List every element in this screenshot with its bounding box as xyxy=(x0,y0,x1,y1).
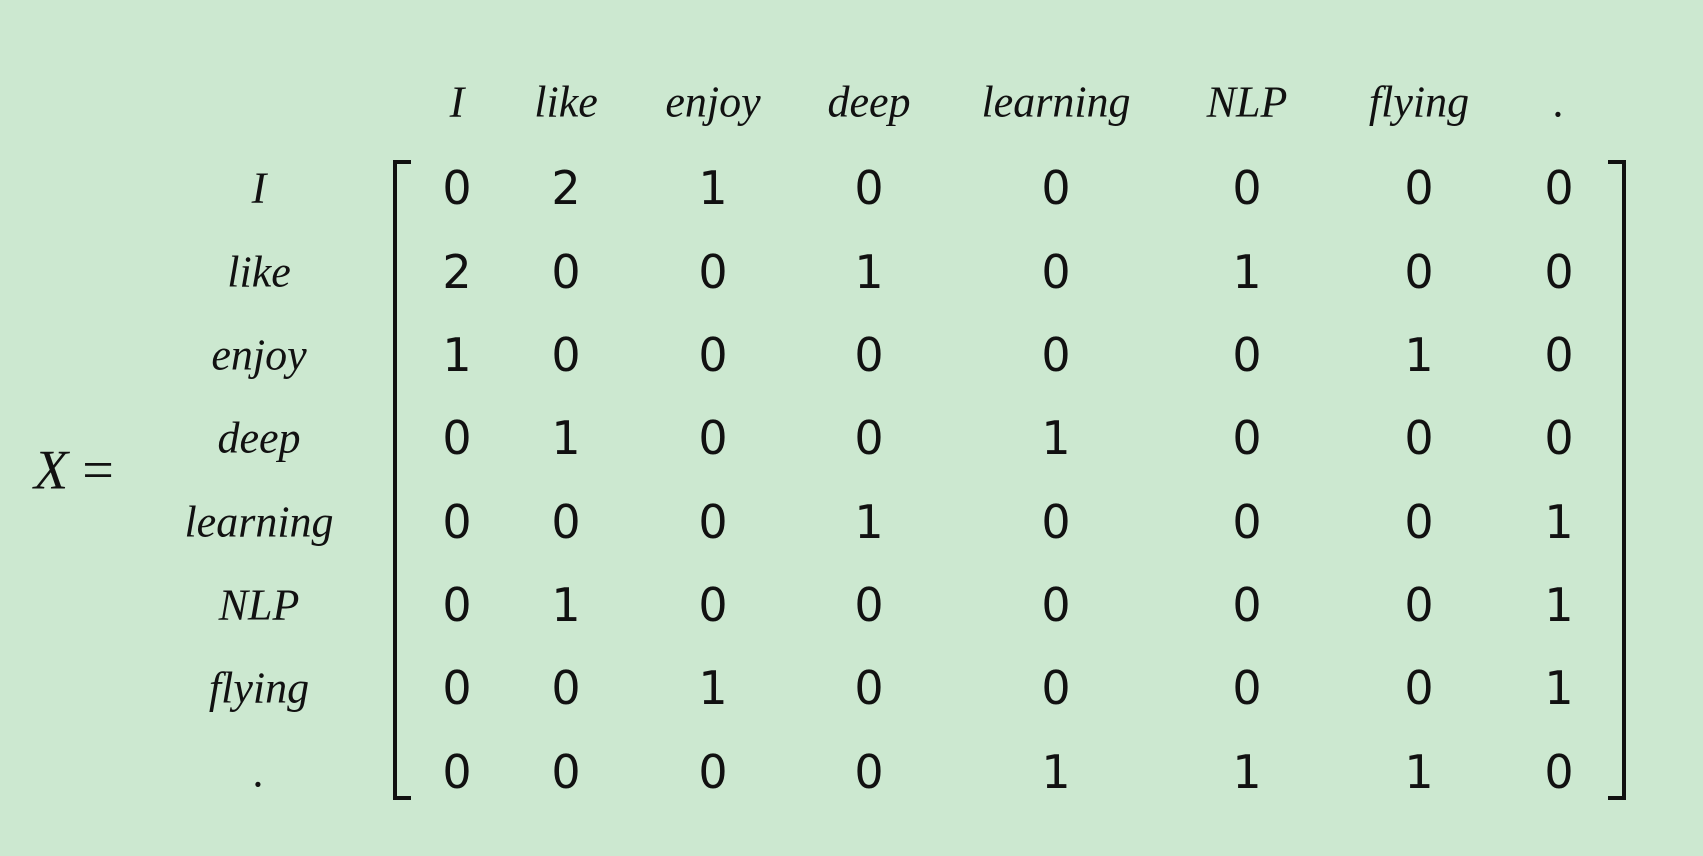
matrix-cell: 1 xyxy=(1041,745,1071,799)
matrix-cell: 0 xyxy=(551,328,581,382)
matrix-cell: 0 xyxy=(854,661,884,715)
row-label: . xyxy=(253,747,265,797)
matrix-cell: 0 xyxy=(1404,578,1434,632)
equals-sign: = xyxy=(82,439,114,502)
matrix-cell: 0 xyxy=(442,161,472,215)
column-label: enjoy xyxy=(665,77,761,127)
matrix-cell: 0 xyxy=(1041,245,1071,299)
matrix-right-bracket xyxy=(1608,160,1626,800)
matrix-cell: 0 xyxy=(551,661,581,715)
column-label: I xyxy=(449,77,465,127)
column-label: . xyxy=(1553,77,1565,127)
row-label: learning xyxy=(184,497,334,547)
matrix-cell: 1 xyxy=(1232,745,1262,799)
matrix-cell: 0 xyxy=(1041,495,1071,549)
column-label: learning xyxy=(981,77,1131,127)
matrix-cell: 0 xyxy=(698,745,728,799)
column-label: like xyxy=(534,77,598,127)
matrix-cell: 0 xyxy=(1232,578,1262,632)
matrix-cell: 0 xyxy=(854,745,884,799)
row-label: like xyxy=(227,247,291,297)
matrix-cell: 0 xyxy=(854,411,884,465)
row-label: deep xyxy=(217,413,301,463)
matrix-cell: 1 xyxy=(1404,328,1434,382)
matrix-cell: 1 xyxy=(1544,578,1574,632)
matrix-cell: 0 xyxy=(551,245,581,299)
matrix-cell: 0 xyxy=(1404,411,1434,465)
matrix-cell: 1 xyxy=(854,495,884,549)
matrix-cell: 0 xyxy=(442,661,472,715)
matrix-cell: 0 xyxy=(854,578,884,632)
matrix-cell: 0 xyxy=(442,578,472,632)
matrix-cell: 0 xyxy=(698,495,728,549)
row-label: flying xyxy=(208,663,310,713)
matrix-cell: 1 xyxy=(1544,495,1574,549)
matrix-cell: 0 xyxy=(1041,578,1071,632)
row-label: enjoy xyxy=(211,330,307,380)
matrix-cell: 2 xyxy=(551,161,581,215)
matrix-cell: 0 xyxy=(1544,161,1574,215)
matrix-cell: 1 xyxy=(1041,411,1071,465)
matrix-cell: 0 xyxy=(1404,161,1434,215)
matrix-cell: 0 xyxy=(1232,411,1262,465)
matrix-cell: 0 xyxy=(1232,495,1262,549)
matrix-left-bracket xyxy=(393,160,411,800)
matrix-cell: 0 xyxy=(1404,495,1434,549)
column-label: flying xyxy=(1368,77,1470,127)
matrix-cell: 0 xyxy=(1544,745,1574,799)
matrix-cell: 0 xyxy=(698,578,728,632)
matrix-cell: 0 xyxy=(854,161,884,215)
matrix-cell: 0 xyxy=(551,495,581,549)
matrix-cell: 0 xyxy=(1041,661,1071,715)
row-label: NLP xyxy=(218,580,300,630)
matrix-cell: 1 xyxy=(854,245,884,299)
matrix-cell: 0 xyxy=(698,328,728,382)
matrix-cell: 0 xyxy=(442,745,472,799)
matrix-cell: 1 xyxy=(1544,661,1574,715)
matrix-cell: 0 xyxy=(698,411,728,465)
matrix-cell: 0 xyxy=(1041,328,1071,382)
matrix-cell: 1 xyxy=(551,411,581,465)
matrix-cell: 2 xyxy=(442,245,472,299)
matrix-cell: 0 xyxy=(551,745,581,799)
matrix-cell: 1 xyxy=(698,161,728,215)
matrix-cell: 0 xyxy=(1544,245,1574,299)
matrix-cell: 0 xyxy=(442,495,472,549)
matrix-cell: 0 xyxy=(1041,161,1071,215)
matrix-cell: 1 xyxy=(551,578,581,632)
matrix-cell: 0 xyxy=(1232,328,1262,382)
row-label: I xyxy=(251,163,267,213)
matrix-cell: 0 xyxy=(1544,411,1574,465)
matrix-equation-lhs: X= xyxy=(34,438,114,503)
matrix-cell: 0 xyxy=(442,411,472,465)
matrix-cell: 1 xyxy=(442,328,472,382)
matrix-cell: 0 xyxy=(1404,245,1434,299)
column-label: deep xyxy=(827,77,911,127)
matrix-cell: 0 xyxy=(1404,661,1434,715)
matrix-cell: 1 xyxy=(698,661,728,715)
matrix-cell: 0 xyxy=(1232,661,1262,715)
matrix-cell: 1 xyxy=(1232,245,1262,299)
matrix-cell: 0 xyxy=(1544,328,1574,382)
column-label: NLP xyxy=(1206,77,1288,127)
matrix-cell: 0 xyxy=(1232,161,1262,215)
matrix-cell: 0 xyxy=(854,328,884,382)
matrix-cell: 0 xyxy=(698,245,728,299)
matrix-cell: 1 xyxy=(1404,745,1434,799)
matrix-variable: X xyxy=(34,439,69,502)
